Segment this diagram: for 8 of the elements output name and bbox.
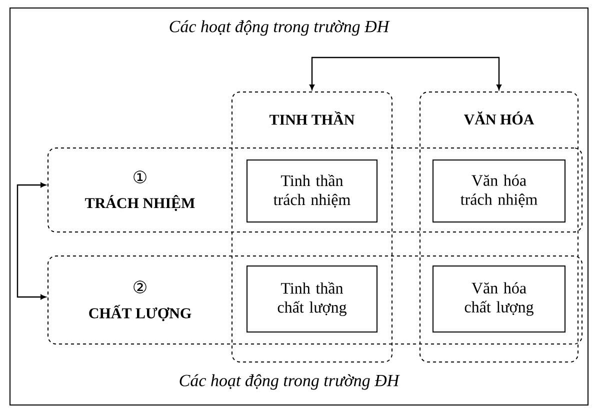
arrow (16, 182, 46, 300)
concept-box: Tinh thần chất lượng (246, 266, 378, 332)
concept-box: Tinh thần trách nhiệm (246, 160, 378, 222)
concept-box: Văn hóa trách nhiệm (432, 160, 566, 222)
footer-text: Các hoạt động trong trường ĐH (180, 374, 400, 390)
heading: Các hoạt động trong trường ĐH (170, 20, 390, 36)
arrow (310, 56, 502, 90)
concept-box: Văn hóa chất lượng (432, 266, 566, 332)
